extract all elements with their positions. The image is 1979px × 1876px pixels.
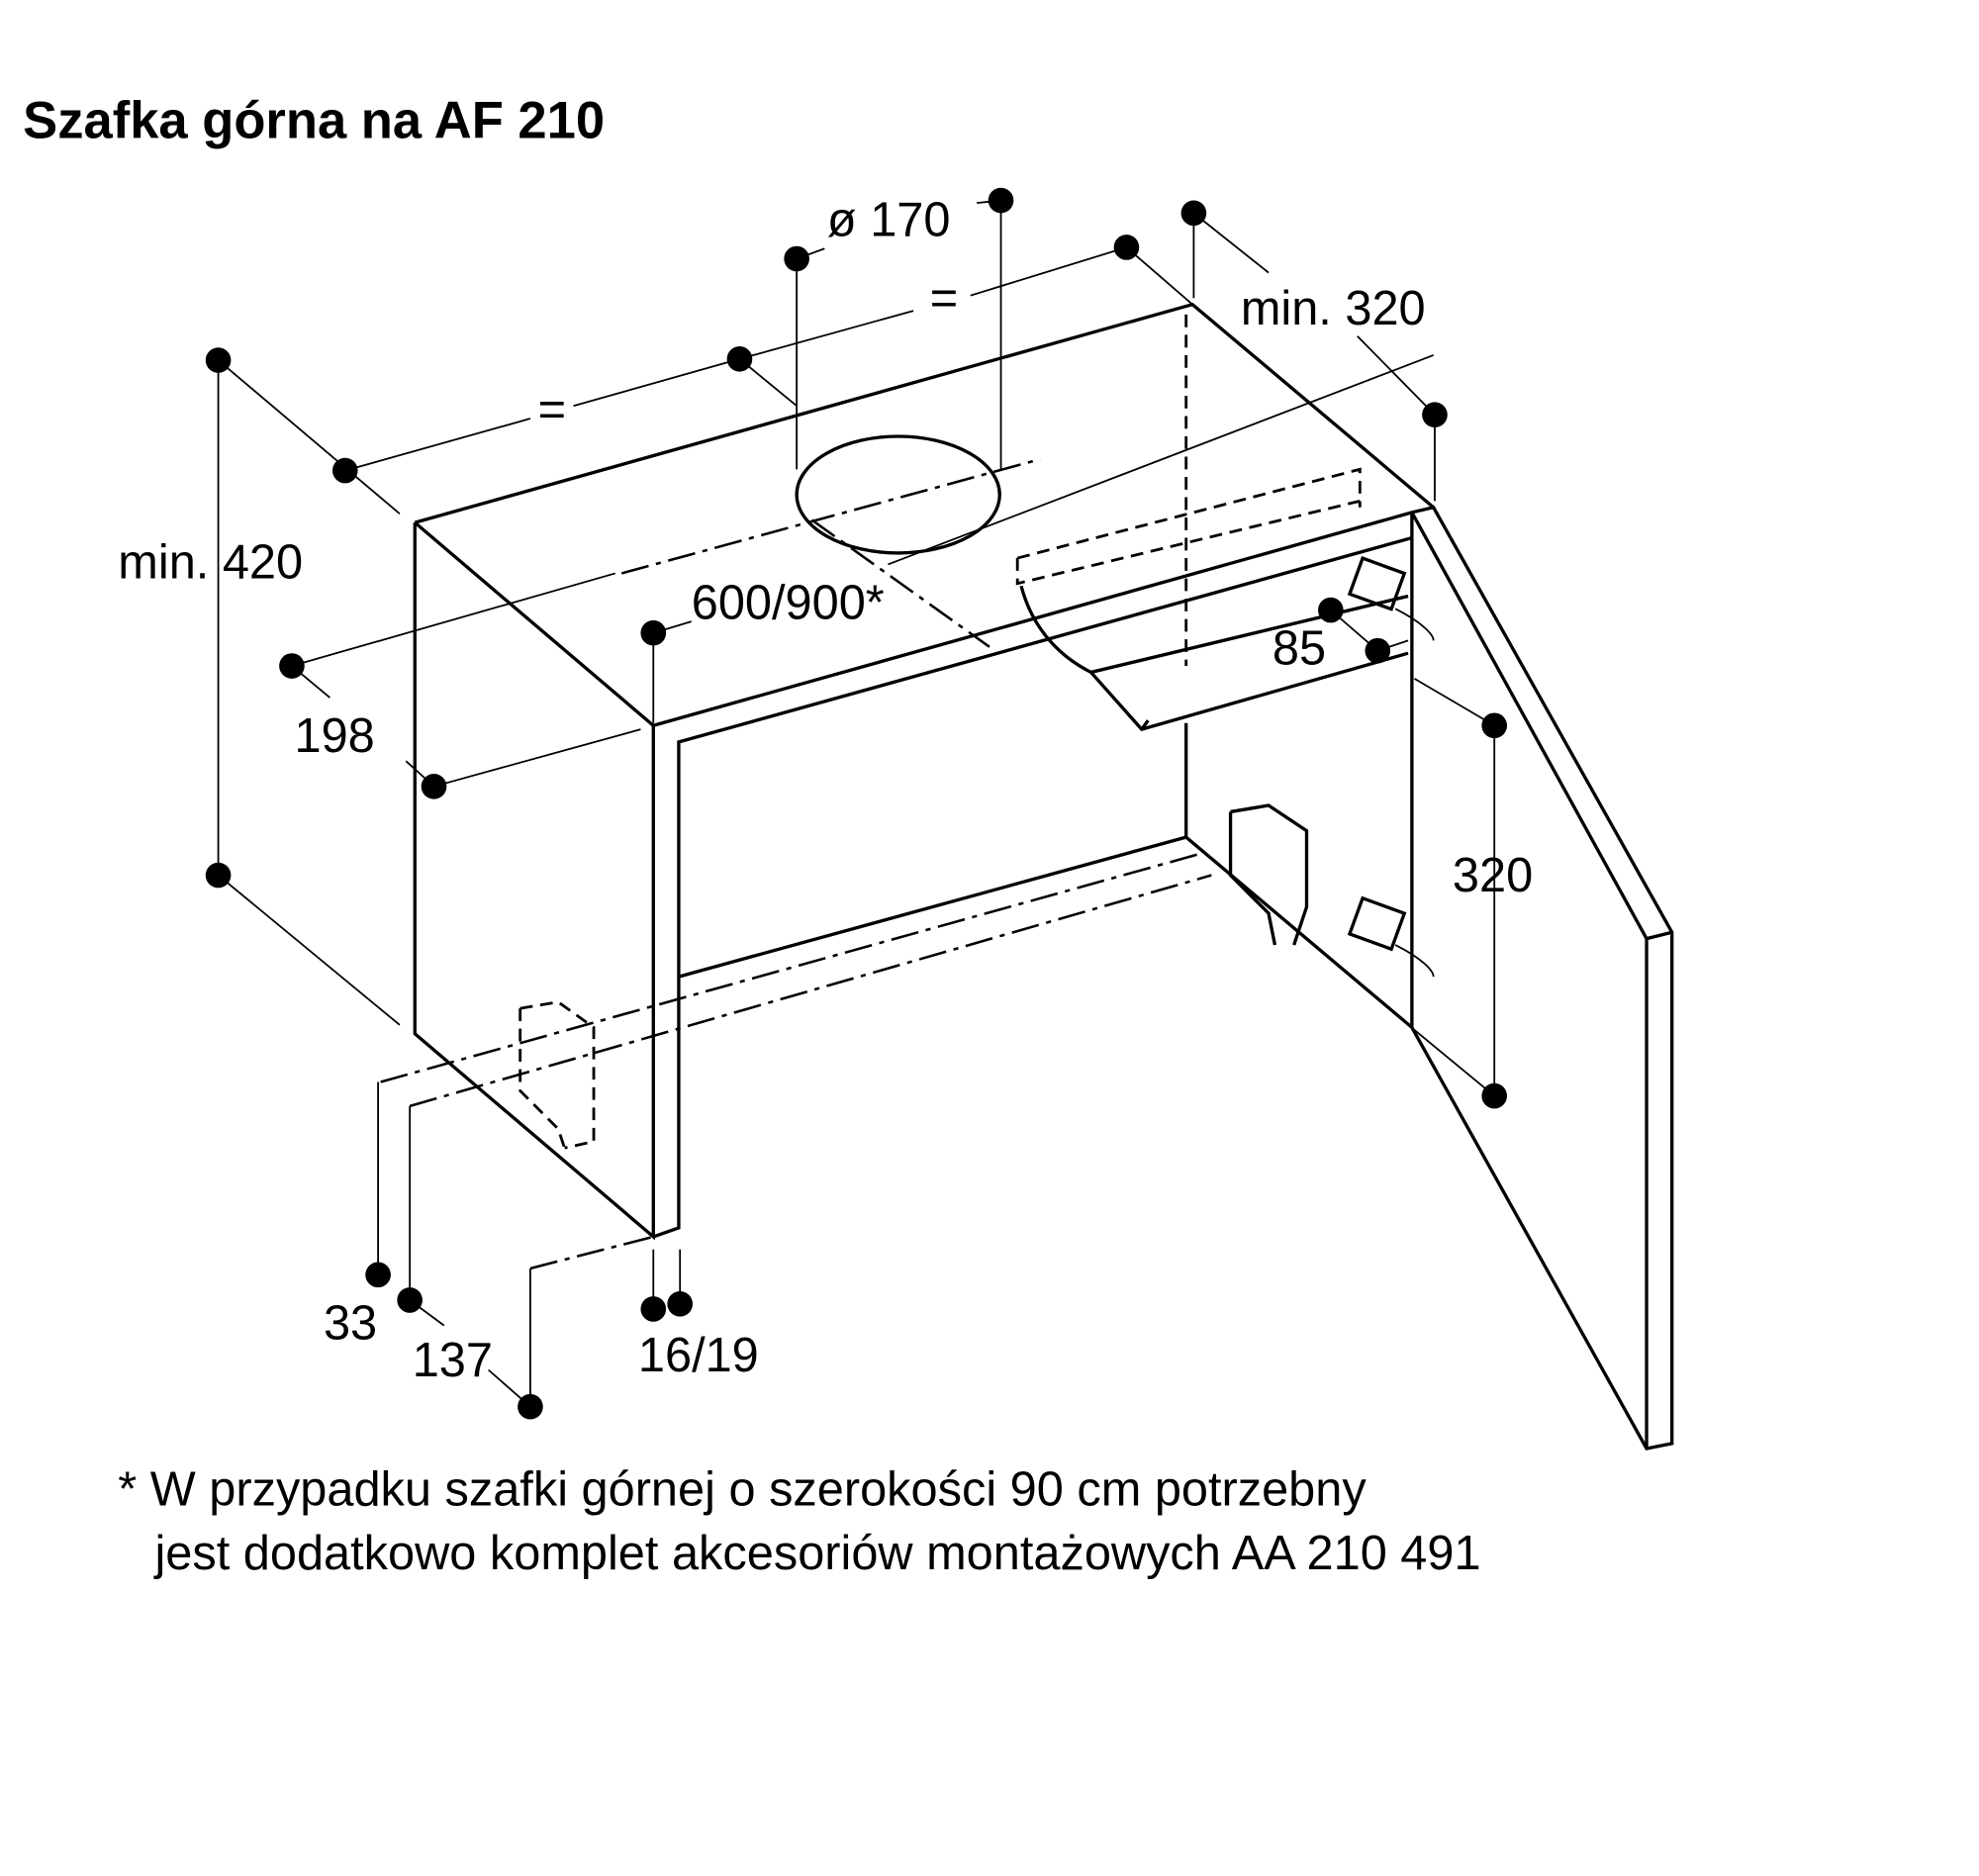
label-137: 137 <box>413 1334 493 1387</box>
dimension-lines <box>217 199 1496 1408</box>
label-min-depth: min. 320 <box>1241 282 1426 335</box>
page-title: Szafka górna na AF 210 <box>23 92 605 150</box>
cabinet-outline <box>413 302 1674 1451</box>
dimension-dots <box>205 187 1508 1420</box>
footnote-line-2: jest dodatkowo komplet akcesoriów montaż… <box>152 1527 1480 1580</box>
label-equal-right: = <box>930 272 958 326</box>
label-85: 85 <box>1272 622 1326 676</box>
label-33: 33 <box>324 1297 377 1351</box>
label-duct-diameter: ø 170 <box>827 193 951 246</box>
dimension-labels: ø 170 = = min. 320 min. 420 600/900* 198… <box>118 193 1533 1386</box>
footnote-line-1: * W przypadku szafki górnej o szerokości… <box>118 1463 1366 1517</box>
label-hinge-spacing: 320 <box>1453 849 1533 902</box>
label-198: 198 <box>294 709 374 763</box>
label-equal-left: = <box>538 384 566 437</box>
label-width: 600/900* <box>692 577 885 630</box>
label-board-thickness: 16/19 <box>638 1329 759 1382</box>
label-min-height: min. 420 <box>118 536 303 590</box>
